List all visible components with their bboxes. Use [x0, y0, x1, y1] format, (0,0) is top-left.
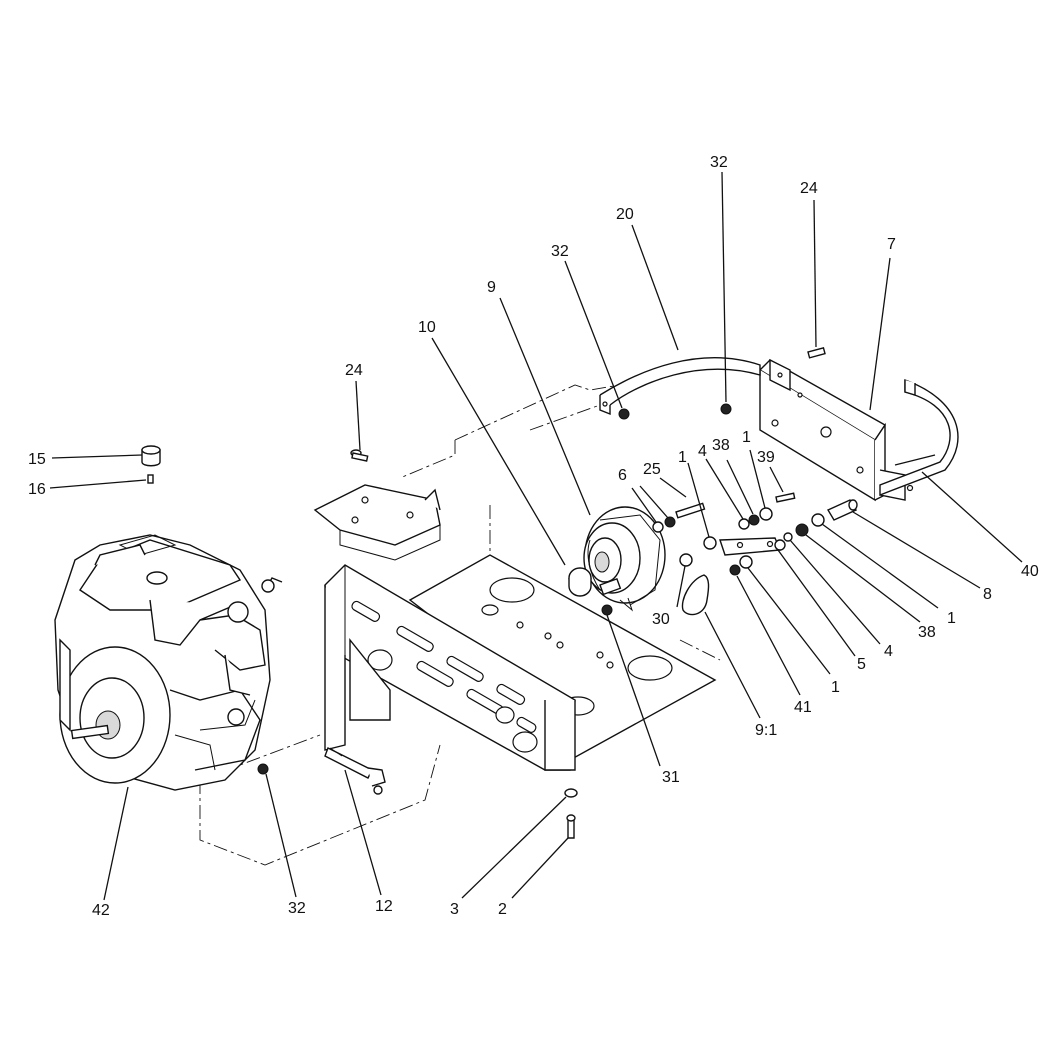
callout-30: 30	[652, 611, 670, 628]
callout-4-a: 4	[698, 443, 707, 460]
bumper-tube-40	[879, 378, 959, 497]
clutch-hardware	[601, 492, 825, 616]
callout-labels: 32 24 20 32 7 9 10 24 15 16 6 25 1 4 38 …	[28, 154, 1039, 919]
nut-6b	[664, 516, 676, 528]
callout-32-top: 32	[710, 154, 728, 171]
nut-38a	[748, 514, 760, 526]
nut-32-b	[720, 403, 732, 415]
floor-hole-4	[481, 604, 499, 616]
engine-assembly	[54, 534, 283, 791]
engine-mount-bracket	[313, 484, 441, 561]
filter-cap-pin	[147, 474, 154, 484]
nut-38b	[795, 523, 809, 537]
callout-24-left: 24	[345, 362, 363, 379]
washer-5	[774, 539, 786, 551]
washer-6a	[652, 521, 664, 533]
callout-7: 7	[887, 236, 896, 253]
callout-31: 31	[662, 769, 680, 786]
callout-16: 16	[28, 481, 46, 498]
cable-tie-9-1	[681, 574, 710, 616]
callout-38-b: 38	[918, 624, 936, 641]
floor-hole-2	[627, 655, 673, 681]
callout-42: 42	[92, 902, 110, 919]
bolt-25	[675, 502, 706, 519]
perforated-side-rail	[324, 564, 576, 771]
washer-1b	[759, 507, 773, 521]
electric-clutch	[583, 506, 666, 612]
washer-1c	[811, 513, 825, 527]
bumper-tube-20	[599, 347, 826, 420]
callout-25: 25	[643, 461, 661, 478]
callout-1-b: 1	[742, 429, 751, 446]
oil-fill-cap	[146, 571, 168, 585]
bolt-41	[729, 564, 741, 576]
washer-30	[679, 553, 693, 567]
clutch-spacer	[568, 567, 592, 597]
nut-31	[601, 604, 613, 616]
callout-39: 39	[757, 449, 775, 466]
bolt-24-right	[807, 347, 826, 359]
washer-3	[564, 788, 578, 798]
callout-32-bottom: 32	[288, 900, 306, 917]
callout-24-top: 24	[800, 180, 818, 197]
callout-1-c: 1	[947, 610, 956, 627]
callout-1-d: 1	[831, 679, 840, 696]
bumper-bracket	[758, 358, 914, 502]
washer-4a	[738, 518, 750, 530]
spacer-8	[826, 499, 858, 521]
callout-10: 10	[418, 319, 436, 336]
callout-8: 8	[983, 586, 992, 603]
filter-cap-assembly	[141, 445, 161, 484]
callout-4-b: 4	[884, 643, 893, 660]
callout-15: 15	[28, 451, 46, 468]
bottom-hardware	[257, 763, 578, 839]
callout-38-a: 38	[712, 437, 730, 454]
washer-1a	[703, 536, 717, 550]
callout-41: 41	[794, 699, 812, 716]
washer-4b	[783, 532, 793, 542]
floor-hole-1	[489, 577, 535, 603]
bolt-24-left	[350, 449, 369, 462]
phantom-frame-outline	[199, 384, 721, 866]
callout-20: 20	[616, 206, 634, 223]
hose-fitting-12	[324, 747, 386, 795]
callout-2: 2	[498, 901, 507, 918]
callout-9-1: 9:1	[755, 722, 777, 739]
callout-5: 5	[857, 656, 866, 673]
washer-1d	[739, 555, 753, 569]
leader-lines	[49, 171, 1023, 901]
callout-12: 12	[375, 898, 393, 915]
bolt-2	[567, 819, 575, 839]
bolt-39	[775, 492, 796, 503]
callout-6: 6	[618, 467, 627, 484]
nut-32-a	[618, 408, 630, 420]
nut-32-bottom	[257, 763, 269, 775]
callout-32-mid: 32	[551, 243, 569, 260]
callout-3: 3	[450, 901, 459, 918]
rail-slots	[351, 600, 538, 753]
callout-40: 40	[1021, 563, 1039, 580]
callout-1-a: 1	[678, 449, 687, 466]
callout-9: 9	[487, 279, 496, 296]
